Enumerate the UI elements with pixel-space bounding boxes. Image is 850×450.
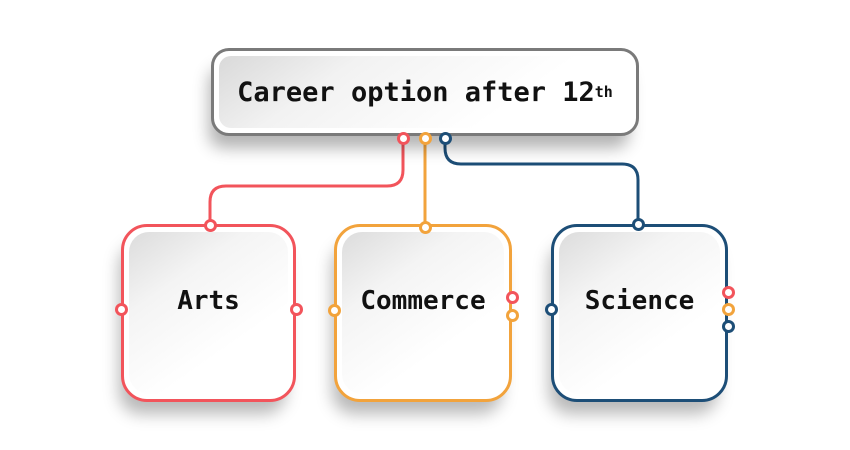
junction-ring-title-orange [418, 131, 432, 145]
side-ring-science-right-orange [721, 302, 735, 316]
diagram-title: Career option after 12 [237, 76, 595, 108]
side-ring-science-right-red [721, 285, 735, 299]
connector-line-science [443, 136, 640, 228]
side-ring-science-right-navy [721, 319, 735, 333]
side-ring-commerce-right-orange [505, 308, 519, 322]
node-arts-label: Arts [177, 286, 240, 316]
junction-ring-commerce-top [418, 220, 432, 234]
side-ring-science-left [544, 302, 558, 316]
side-ring-commerce-right-red [505, 290, 519, 304]
side-ring-commerce-left [327, 303, 341, 317]
node-arts: Arts [121, 224, 296, 402]
node-arts-panel: Arts [129, 232, 288, 394]
side-ring-arts-left [114, 302, 128, 316]
node-commerce-label: Commerce [360, 286, 486, 316]
junction-ring-title-navy [438, 131, 452, 145]
connector-line-arts [208, 136, 405, 228]
junction-ring-science-top [631, 217, 645, 231]
node-commerce-panel: Commerce [342, 232, 504, 394]
side-ring-arts-right [289, 302, 303, 316]
node-science-panel: Science [559, 232, 720, 394]
node-science: Science [551, 224, 728, 402]
junction-ring-title-red [396, 131, 410, 145]
node-science-label: Science [584, 286, 695, 316]
node-commerce: Commerce [334, 224, 512, 402]
junction-ring-arts-top [203, 218, 217, 232]
